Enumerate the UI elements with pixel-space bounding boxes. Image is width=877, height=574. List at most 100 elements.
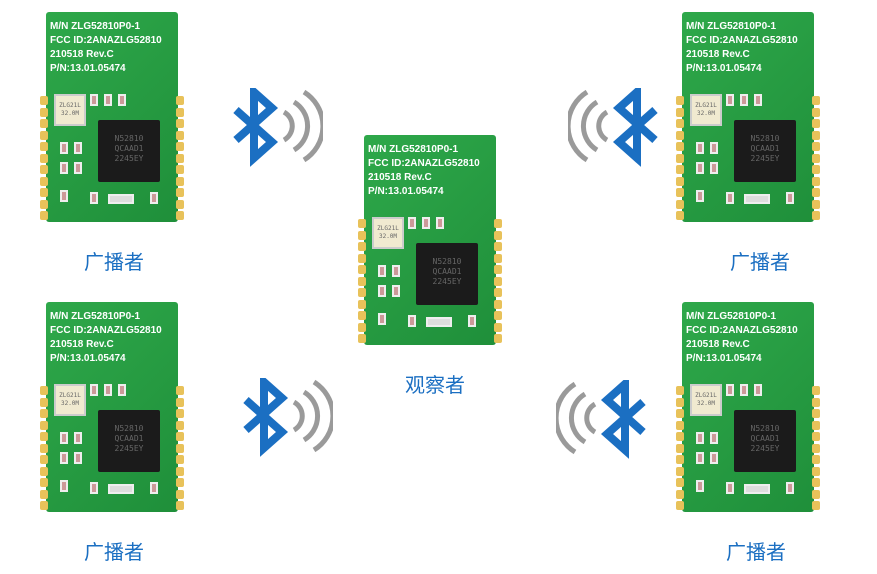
- solder-pad: [676, 478, 684, 487]
- signal-wave: [556, 381, 577, 455]
- solder-pad: [676, 130, 684, 140]
- smd-component: [754, 94, 762, 106]
- solder-pad: [358, 253, 366, 263]
- solder-pad: [676, 176, 684, 186]
- solder-pad: [358, 230, 366, 240]
- solder-pad: [812, 409, 820, 418]
- solder-pad: [676, 199, 684, 209]
- solder-pad: [40, 466, 48, 476]
- solder-pad: [676, 211, 684, 220]
- silk-line: FCC ID:2ANAZLG52810: [686, 35, 798, 46]
- smd-component: [786, 192, 794, 204]
- silk-line: 210518 Rev.C: [50, 339, 114, 350]
- solder-pad: [40, 386, 48, 395]
- solder-pad: [40, 153, 48, 163]
- solder-pad: [176, 153, 184, 163]
- label-observer: 观察者: [405, 373, 465, 397]
- smd-component: [754, 384, 762, 396]
- silk-line: FCC ID:2ANAZLG52810: [686, 325, 798, 336]
- solder-pad: [40, 443, 48, 453]
- smd-component: [726, 94, 734, 106]
- solder-pad: [812, 455, 820, 464]
- solder-pad: [494, 288, 502, 297]
- bluetooth-signal-icon-top-right: [568, 88, 658, 167]
- smd-component: [60, 452, 68, 464]
- solder-pad: [676, 397, 684, 407]
- solder-pad: [358, 322, 366, 332]
- solder-pad: [40, 420, 48, 430]
- solder-pad: [494, 276, 502, 286]
- solder-pad: [176, 119, 184, 128]
- smd-component: [74, 162, 82, 174]
- solder-pad: [176, 455, 184, 464]
- signal-wave: [282, 109, 295, 143]
- smd-component: [90, 384, 98, 396]
- solder-pad: [176, 96, 184, 105]
- smd-component: [786, 482, 794, 494]
- solder-pad: [676, 501, 684, 510]
- signal-wave: [302, 89, 323, 163]
- smd-component: [108, 194, 134, 204]
- solder-pad: [40, 96, 48, 105]
- smd-component: [696, 432, 704, 444]
- solder-pad: [358, 288, 366, 297]
- smd-component: [90, 192, 98, 204]
- silk-line: P/N:13.01.05474: [50, 63, 126, 74]
- signal-wave: [292, 399, 305, 433]
- smd-component: [118, 94, 126, 106]
- silk-line: 210518 Rev.C: [686, 49, 750, 60]
- solder-pad: [358, 219, 366, 228]
- solder-pad: [40, 489, 48, 499]
- smd-component: [710, 142, 718, 154]
- signal-wave: [584, 401, 597, 435]
- solder-pad: [40, 455, 48, 464]
- smd-component: [74, 452, 82, 464]
- solder-pad: [494, 219, 502, 228]
- solder-pad: [40, 199, 48, 209]
- smd-component: [744, 484, 770, 494]
- solder-pad: [40, 397, 48, 407]
- solder-pad: [176, 409, 184, 418]
- solder-pad: [40, 165, 48, 174]
- solder-pad: [176, 432, 184, 441]
- smd-component: [60, 142, 68, 154]
- solder-pad: [176, 386, 184, 395]
- smd-component: [378, 265, 386, 277]
- silk-line: P/N:13.01.05474: [50, 353, 126, 364]
- solder-pad: [176, 443, 184, 453]
- solder-pad: [40, 188, 48, 197]
- solder-pad: [676, 409, 684, 418]
- solder-pad: [40, 130, 48, 140]
- signal-wave: [312, 379, 333, 453]
- smd-component: [422, 217, 430, 229]
- smd-component: [118, 384, 126, 396]
- solder-pad: [494, 242, 502, 251]
- solder-pad: [812, 165, 820, 174]
- solder-pad: [358, 276, 366, 286]
- smd-component: [710, 452, 718, 464]
- bluetooth-rune: [243, 378, 289, 457]
- smd-component: [104, 94, 112, 106]
- solder-pad: [494, 253, 502, 263]
- smd-component: [726, 482, 734, 494]
- solder-pad: [176, 130, 184, 140]
- silk-line: FCC ID:2ANAZLG52810: [368, 158, 480, 169]
- solder-pad: [676, 420, 684, 430]
- smd-component: [108, 484, 134, 494]
- silk-line: M/N ZLG52810P0-1: [50, 21, 141, 32]
- bluetooth-rune: [612, 88, 658, 167]
- silk-line: M/N ZLG52810P0-1: [686, 311, 777, 322]
- solder-pad: [676, 432, 684, 441]
- solder-pad: [358, 265, 366, 274]
- solder-pad: [176, 176, 184, 186]
- solder-pad: [676, 188, 684, 197]
- silk-line: M/N ZLG52810P0-1: [50, 311, 141, 322]
